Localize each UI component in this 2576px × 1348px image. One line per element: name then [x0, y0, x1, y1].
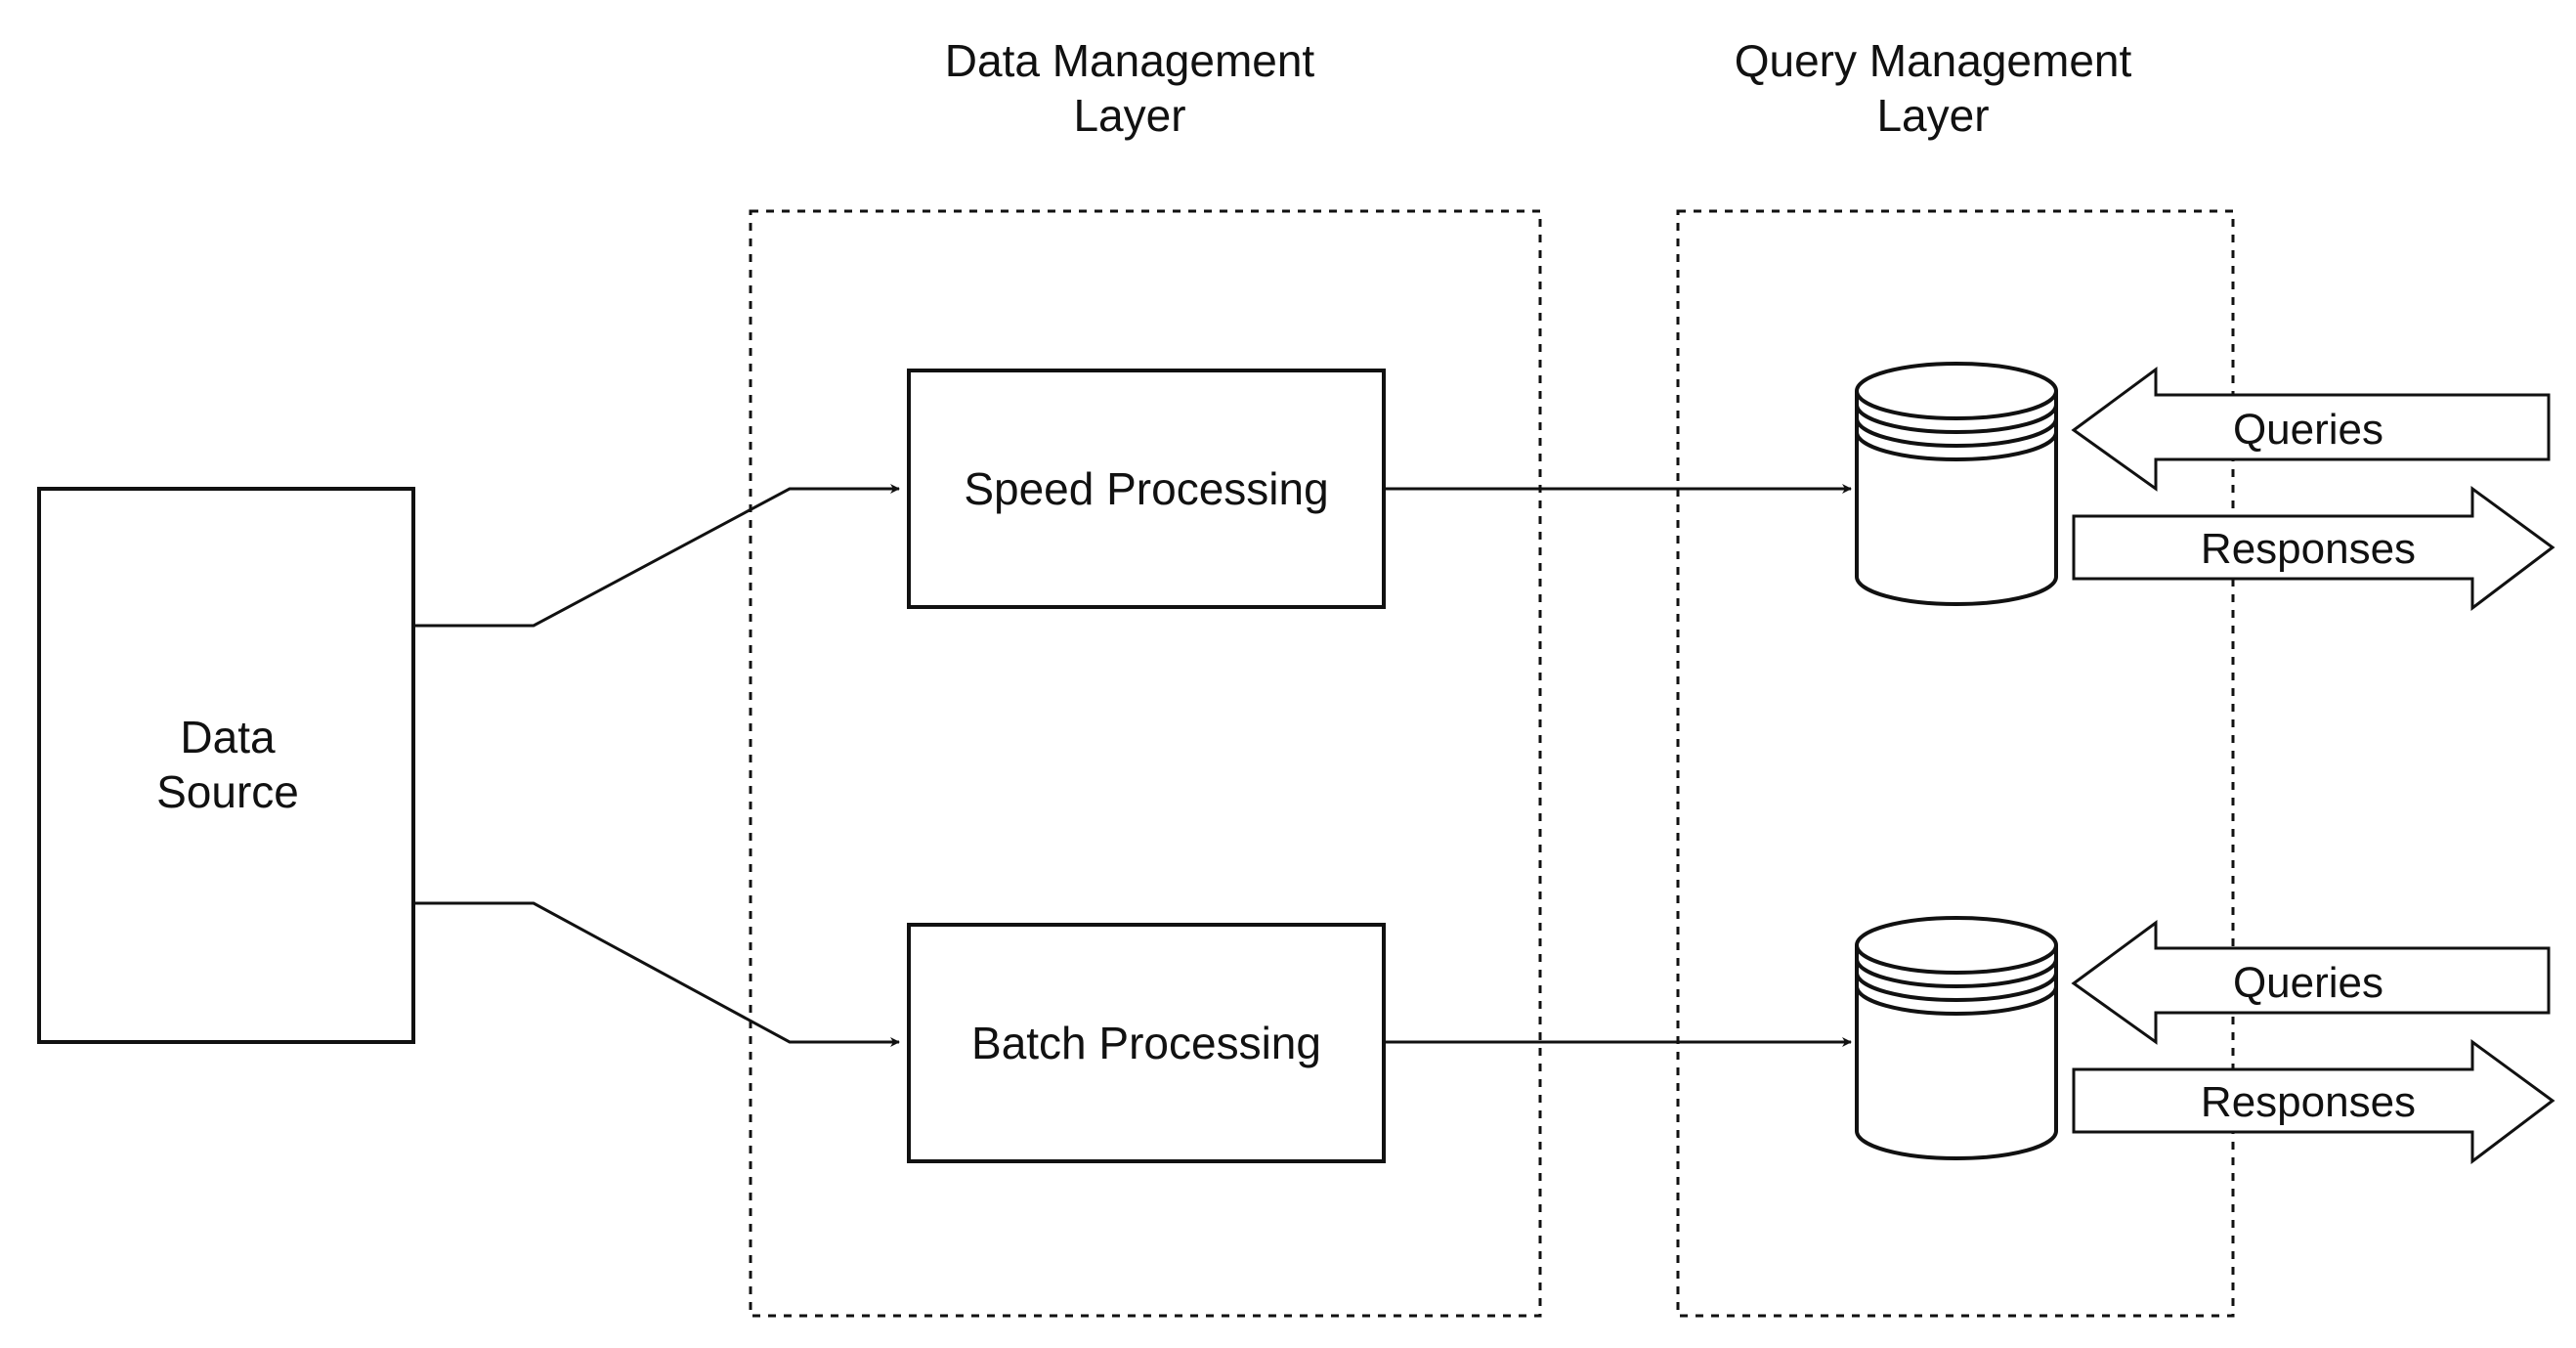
data-source-node: Data Source: [37, 487, 415, 1044]
svg-text:Queries: Queries: [2233, 406, 2383, 454]
svg-text:Responses: Responses: [2201, 525, 2416, 573]
svg-text:Layer: Layer: [1876, 90, 1989, 141]
svg-text:Data Management: Data Management: [945, 35, 1315, 86]
svg-text:Data: Data: [180, 712, 276, 762]
query-management-layer-title: Query Management Layer: [1735, 35, 2132, 141]
svg-text:Batch Processing: Batch Processing: [971, 1018, 1321, 1068]
database-icon: [1855, 916, 2058, 1160]
speed-processing-node: Speed Processing: [907, 369, 1386, 609]
data-management-layer-title: Data Management Layer: [945, 35, 1315, 141]
queries-arrow: Queries: [2071, 367, 2551, 492]
svg-text:Layer: Layer: [1073, 90, 1185, 141]
batch-processing-node: Batch Processing: [907, 923, 1386, 1163]
svg-text:Queries: Queries: [2233, 959, 2383, 1007]
svg-text:Query Management: Query Management: [1735, 35, 2132, 86]
edge-source-to-speed: [413, 484, 900, 628]
svg-text:Responses: Responses: [2201, 1078, 2416, 1126]
svg-text:Source: Source: [156, 766, 299, 817]
responses-arrow: Responses: [2072, 1039, 2555, 1165]
svg-text:Speed Processing: Speed Processing: [964, 463, 1328, 514]
queries-arrow: Queries: [2071, 920, 2551, 1045]
data-management-layer-box: [749, 209, 1542, 1318]
responses-arrow: Responses: [2072, 486, 2555, 612]
edge-source-to-batch: [413, 901, 900, 1047]
database-icon: [1855, 362, 2058, 606]
